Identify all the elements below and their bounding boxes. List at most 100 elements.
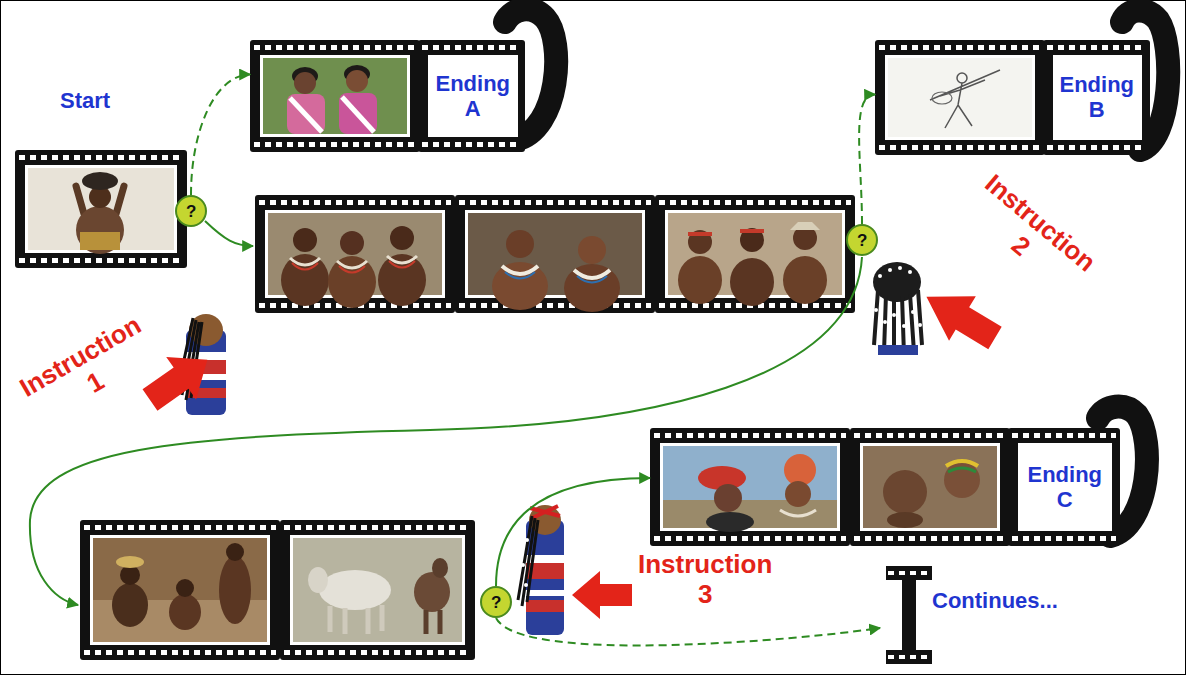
film-frame bbox=[390, 226, 414, 250]
bead-doll bbox=[873, 262, 922, 355]
film-frame bbox=[885, 55, 1035, 140]
ending-label: Ending C bbox=[1028, 462, 1103, 513]
film-curl bbox=[422, 142, 521, 147]
film-frame bbox=[15, 150, 187, 268]
film-frame bbox=[80, 232, 120, 250]
film-curl bbox=[1008, 428, 1120, 546]
film-frame bbox=[19, 258, 183, 263]
film-frame bbox=[340, 231, 364, 255]
instruction-label: Instruction 1 bbox=[15, 310, 161, 429]
film-end-marker bbox=[886, 566, 932, 664]
film-frame bbox=[84, 650, 276, 655]
film-curl bbox=[1047, 145, 1146, 150]
film-frame bbox=[879, 145, 1041, 150]
film-frame bbox=[280, 520, 475, 660]
film-frame bbox=[80, 520, 280, 660]
film-frame bbox=[714, 484, 742, 512]
film-frame bbox=[578, 236, 606, 264]
bead-doll bbox=[874, 290, 922, 355]
bead-doll bbox=[883, 320, 887, 324]
film-frame bbox=[25, 165, 177, 253]
film-frame bbox=[888, 58, 1032, 137]
film-frame bbox=[790, 222, 820, 230]
film-curl bbox=[1043, 40, 1150, 155]
question-mark: ? bbox=[857, 232, 867, 249]
bead-doll bbox=[526, 600, 564, 612]
film-frame bbox=[82, 172, 118, 190]
bead-doll bbox=[902, 324, 906, 328]
film-frame bbox=[76, 206, 124, 254]
bead-doll bbox=[530, 506, 560, 518]
continues-marker: Continues... bbox=[880, 565, 1080, 665]
film-frame bbox=[319, 570, 391, 610]
film-frame bbox=[93, 538, 267, 642]
film-frame bbox=[219, 556, 251, 624]
bead-doll bbox=[521, 538, 529, 587]
film-end-marker bbox=[888, 571, 930, 575]
film-frame bbox=[281, 254, 329, 306]
film-frame bbox=[706, 512, 754, 532]
flow-arrow bbox=[30, 221, 862, 605]
ending-label: Ending B bbox=[1060, 72, 1135, 123]
film-frame bbox=[342, 97, 374, 132]
film-frame bbox=[290, 535, 465, 645]
film-frame bbox=[292, 261, 415, 273]
film-frame bbox=[459, 200, 651, 205]
film-frame bbox=[259, 200, 451, 205]
question-mark: ? bbox=[186, 203, 196, 220]
bead-doll bbox=[911, 310, 915, 314]
bead-doll bbox=[898, 266, 902, 270]
label-holder: Instruction 1 bbox=[15, 310, 161, 429]
film-curl bbox=[418, 40, 525, 152]
film-frame bbox=[854, 536, 1006, 541]
start-frame: Start bbox=[15, 80, 187, 268]
film-frame bbox=[284, 650, 471, 655]
film-frame bbox=[263, 58, 407, 134]
bead-doll bbox=[518, 505, 564, 635]
bead-doll bbox=[526, 590, 564, 596]
bead-doll bbox=[888, 268, 892, 272]
decision-circle: ? bbox=[480, 586, 512, 618]
film-frame bbox=[255, 195, 455, 313]
film-end-marker bbox=[886, 566, 932, 580]
film-frame bbox=[655, 195, 855, 313]
bead-doll bbox=[874, 266, 922, 328]
film-frame bbox=[455, 195, 655, 313]
flow-arrow bbox=[205, 221, 253, 246]
instruction-arrow bbox=[913, 275, 1008, 361]
bead-doll bbox=[524, 583, 528, 587]
film-frame bbox=[15, 150, 187, 268]
film-frame bbox=[432, 558, 448, 578]
film-frame bbox=[688, 231, 764, 234]
film-frame bbox=[260, 55, 410, 137]
film-frame bbox=[459, 303, 651, 308]
bead-doll bbox=[878, 345, 918, 355]
ending-label: Ending A bbox=[436, 71, 511, 122]
film-curl bbox=[1043, 10, 1168, 155]
instruction-arrow bbox=[913, 275, 1008, 361]
film-frame bbox=[930, 70, 1000, 128]
film-frame bbox=[663, 446, 837, 528]
bead-doll bbox=[521, 563, 525, 567]
film-frame bbox=[112, 583, 148, 627]
film-frame bbox=[492, 262, 548, 310]
instruction-arrow bbox=[135, 339, 222, 422]
film-frame bbox=[783, 256, 827, 304]
film-frame bbox=[19, 155, 183, 160]
film-frame bbox=[80, 520, 280, 660]
bead-doll bbox=[518, 516, 538, 606]
branch-arrow bbox=[859, 94, 875, 224]
film-frame bbox=[506, 230, 534, 258]
instruction-label: Instruction 2 bbox=[960, 169, 1101, 301]
film-frame bbox=[330, 605, 382, 634]
film-frame bbox=[957, 73, 967, 83]
film-end-marker bbox=[886, 650, 932, 664]
film-frame bbox=[287, 94, 325, 134]
film-frame bbox=[502, 266, 610, 278]
decision-circle: ? bbox=[846, 224, 878, 256]
bead-doll bbox=[525, 538, 529, 542]
ending-film: Ending A bbox=[250, 0, 560, 155]
ending-film: Ending C bbox=[650, 400, 1170, 550]
